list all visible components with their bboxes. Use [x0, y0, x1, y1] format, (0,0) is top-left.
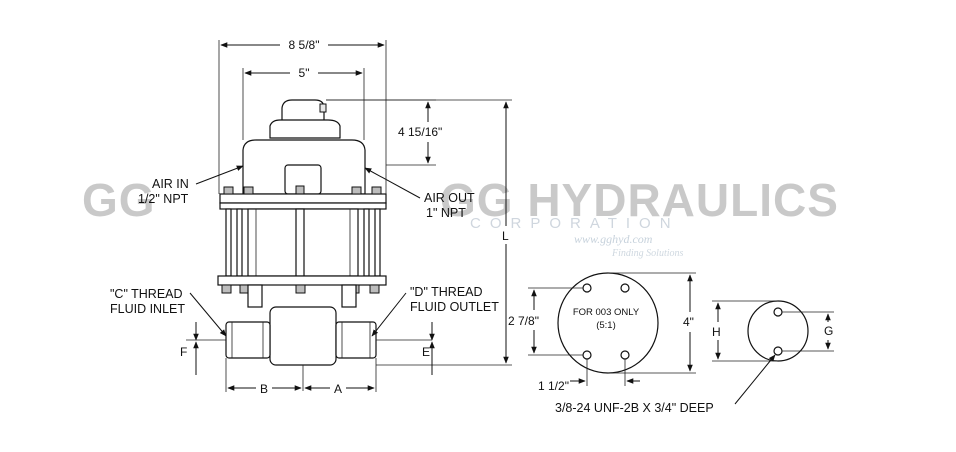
bottom-plate [217, 275, 387, 286]
label-air-in-size: 1/2" NPT [138, 192, 189, 206]
label-air-out: AIR OUT [424, 191, 475, 205]
top-plate-lower [219, 202, 387, 210]
dim-flange-dia: 4" [683, 315, 694, 329]
flange-hole-4 [620, 350, 630, 360]
label-c-thread: "C" THREAD [110, 287, 183, 301]
top-plate [219, 193, 387, 204]
dim-length: L [502, 229, 509, 243]
top-bolt-3 [351, 186, 362, 195]
center-bolt-top [295, 185, 305, 195]
neck-right [341, 284, 357, 308]
flange-hole-2 [620, 283, 630, 293]
dim-b: B [260, 382, 268, 396]
flange-side-view: H G 3/8-24 UNF-2B X 3/4" DEEP [555, 300, 834, 415]
watermark-gg: GG [82, 174, 156, 226]
flange-hole-3 [582, 350, 592, 360]
label-d-thread: "D" THREAD [410, 285, 483, 299]
pump-front-view [217, 99, 387, 391]
watermark-corp: CORPORATION [470, 215, 680, 232]
tie-rod-1 [225, 208, 232, 277]
dim-overall-width: 8 5/8" [289, 38, 320, 52]
fluid-body [269, 306, 337, 366]
side-hole-2 [773, 346, 783, 356]
dim-top-height: 4 15/16" [398, 125, 442, 139]
label-air-in: AIR IN [152, 177, 189, 191]
label-ratio: (5:1) [596, 320, 616, 331]
bottom-bolt-3 [295, 284, 306, 294]
top-bolt-4 [371, 186, 382, 195]
callouts: AIR IN 1/2" NPT AIR OUT 1" NPT "C" THREA… [110, 165, 499, 337]
bottom-bolt-5 [369, 284, 380, 294]
cap-fitting [319, 103, 327, 113]
watermark-url: www.gghyd.com [574, 232, 653, 246]
dim-inner-width: 5" [299, 66, 310, 80]
label-air-out-size: 1" NPT [426, 206, 466, 220]
dim-a: A [334, 382, 342, 396]
flange-hole-1 [582, 283, 592, 293]
dim-f: F [180, 345, 187, 359]
dim-h: H [712, 325, 721, 339]
dim-hole-spacing: 1 1/2" [538, 379, 569, 393]
label-tap-note: 3/8-24 UNF-2B X 3/4" DEEP [555, 401, 714, 415]
dim-bolt-circle: 2 7/8" [508, 314, 539, 328]
dim-e: E [422, 345, 430, 359]
label-fluid-inlet: FLUID INLET [110, 302, 185, 316]
flange-bottom-view: FOR 003 ONLY (5:1) 2 7/8" 4" 1 1/2" [508, 272, 696, 393]
side-hole-1 [773, 307, 783, 317]
tie-rod-4 [374, 208, 381, 277]
tie-rod-2 [236, 208, 243, 277]
center-rod [295, 208, 305, 277]
label-fluid-outlet: FLUID OUTLET [410, 300, 499, 314]
dim-g: G [824, 324, 833, 338]
watermark-tagline: Finding Solutions [611, 248, 684, 259]
neck-left [247, 284, 263, 308]
cap-ring [269, 119, 341, 139]
top-bolt-1 [223, 186, 234, 195]
bottom-bolt-1 [221, 284, 232, 294]
top-bolt-2 [243, 186, 254, 195]
front-dimensions: 8 5/8" 5" 4 15/16" L F E B [180, 38, 512, 396]
label-for-003: FOR 003 ONLY [573, 307, 640, 318]
tie-rod-3 [363, 208, 370, 277]
